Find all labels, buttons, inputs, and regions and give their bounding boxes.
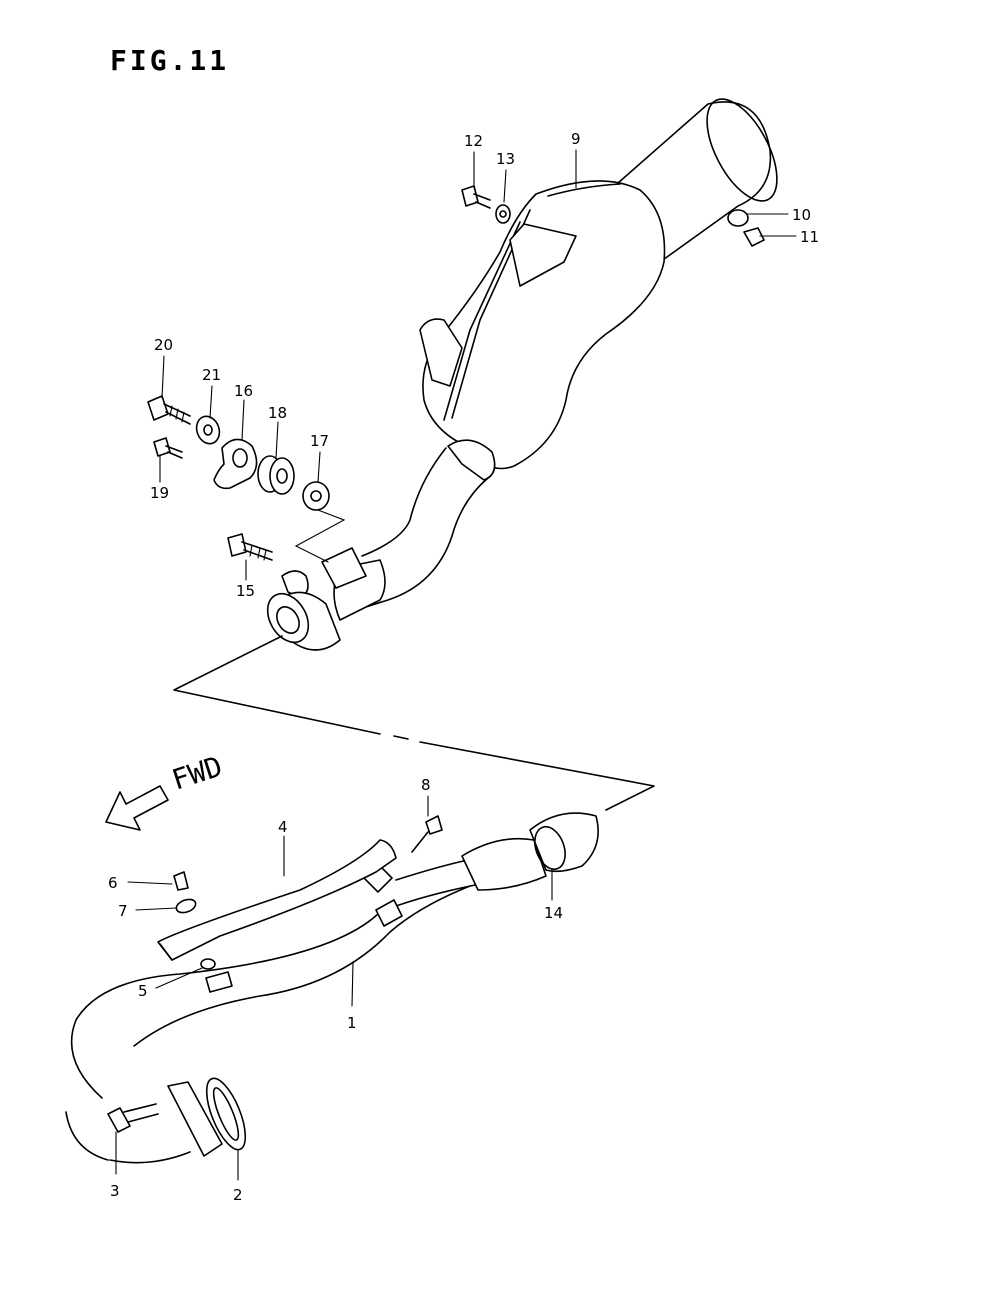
muffler-assembly[interactable] xyxy=(419,88,791,481)
fwd-label: FWD xyxy=(168,750,226,797)
header-pipe[interactable] xyxy=(65,812,599,1164)
washer-13[interactable] xyxy=(495,204,511,224)
callout-19: 19 xyxy=(150,484,169,502)
screw-6[interactable] xyxy=(173,871,189,891)
callout-13: 13 xyxy=(496,150,515,168)
callout-2: 2 xyxy=(233,1186,243,1204)
callout-6: 6 xyxy=(108,874,118,892)
callout-3: 3 xyxy=(110,1182,120,1200)
bolt-15[interactable] xyxy=(227,533,273,561)
washer-7[interactable] xyxy=(175,897,198,915)
callout-11: 11 xyxy=(800,228,819,246)
callout-9: 9 xyxy=(571,130,581,148)
callout-10: 10 xyxy=(792,206,811,224)
callout-16: 16 xyxy=(234,382,253,400)
callout-15: 15 xyxy=(236,582,255,600)
bolt-20[interactable] xyxy=(147,395,191,425)
grommet-18[interactable] xyxy=(257,455,295,495)
washer-21[interactable] xyxy=(193,413,223,447)
forward-arrow: FWD xyxy=(105,750,226,831)
bolt-19[interactable] xyxy=(153,437,183,459)
callout-12: 12 xyxy=(464,132,483,150)
callout-7: 7 xyxy=(118,902,128,920)
callout-20: 20 xyxy=(154,336,173,354)
screw-8[interactable] xyxy=(411,815,443,853)
mid-pipe[interactable] xyxy=(259,447,489,651)
callout-5: 5 xyxy=(138,982,148,1000)
collar-17[interactable] xyxy=(302,481,330,511)
callout-18: 18 xyxy=(268,404,287,422)
callout-1: 1 xyxy=(347,1014,357,1032)
callout-8: 8 xyxy=(421,776,431,794)
callout-21: 21 xyxy=(202,366,221,384)
bolt-12[interactable] xyxy=(461,185,491,209)
callout-4: 4 xyxy=(278,818,288,836)
callout-17: 17 xyxy=(310,432,329,450)
washer-5[interactable] xyxy=(200,958,216,970)
callout-14: 14 xyxy=(544,904,563,922)
grommet-10[interactable] xyxy=(727,209,749,227)
leader-lines xyxy=(115,149,797,1181)
figure-title: FIG.11 xyxy=(110,44,230,77)
bracket-16[interactable] xyxy=(213,438,258,490)
nut-11[interactable] xyxy=(743,227,765,247)
heat-shield-4[interactable] xyxy=(157,839,397,961)
